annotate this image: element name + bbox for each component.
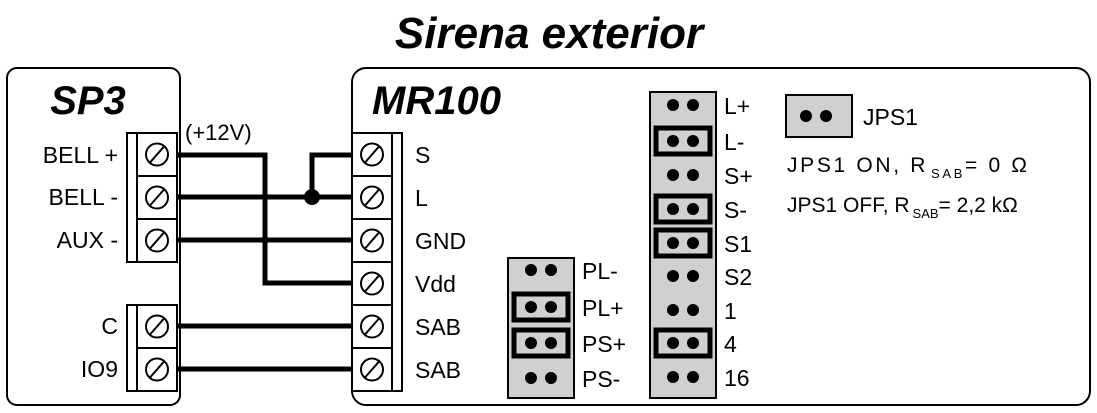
pin-dot (545, 372, 557, 384)
junction-dot (304, 189, 320, 205)
pin-dot (667, 169, 679, 181)
pin-dot (667, 270, 679, 282)
mr100-title: MR100 (372, 79, 501, 123)
jps1-on-sub: SAB (931, 166, 962, 181)
jumper-cap-icon (653, 227, 713, 259)
pin-dot (667, 371, 679, 383)
jumper-cap-icon (511, 327, 571, 359)
screw-slot (149, 188, 165, 207)
pin-dot (545, 264, 557, 276)
supply-note: (+12V) (185, 120, 252, 145)
pin-dot (667, 135, 679, 147)
jumper-block-main-label: S+ (724, 163, 753, 189)
jps1-label: JPS1 (863, 104, 918, 130)
screw-slot (364, 145, 380, 164)
pin-dot (820, 110, 832, 122)
mr100-terminal-label: SAB (415, 357, 461, 383)
mr100-terminal-block-strip (391, 132, 403, 392)
pin-dot (667, 99, 679, 111)
pin-dot (667, 304, 679, 316)
jumper-block-left-label: PL- (582, 258, 618, 284)
screw-slot (364, 317, 380, 336)
jumper-block-main-label: S2 (724, 264, 752, 290)
diagram-title: Sirena exterior (395, 9, 706, 58)
pin-dot (525, 264, 537, 276)
pin-dot (667, 237, 679, 249)
jumper-block-main-label: 1 (724, 298, 737, 324)
screw-slot (364, 274, 380, 293)
screw-slot (364, 188, 380, 207)
jumper-block-main-label: 16 (724, 365, 750, 391)
jps1-jumper (785, 94, 853, 138)
sp3-terminal-label: BELL - (49, 184, 118, 210)
wire-bridge-s (309, 152, 362, 197)
pin-dot (687, 371, 699, 383)
jps1-on-note: JPS1 ON, R SAB= 0 Ω (787, 154, 1027, 181)
sp3-terminal-label: BELL + (43, 142, 118, 168)
pin-dot (525, 372, 537, 384)
screw-slot (149, 317, 165, 336)
jumper-block-left-label: PS+ (582, 331, 626, 357)
screw-slot (149, 145, 165, 164)
mr100-terminal-label: L (415, 185, 428, 211)
jps1-on-text: JPS1 ON, R (787, 154, 925, 177)
mr100-terminal-label: SAB (415, 314, 461, 340)
jumper-block-main-label: 4 (724, 331, 737, 357)
screw-slot (364, 360, 380, 379)
jumper-cap-icon (653, 327, 713, 359)
pin-dot (687, 203, 699, 215)
jps1-off-text: JPS1 OFF, R (787, 194, 910, 217)
mr100-terminal-label: S (415, 142, 430, 168)
screw-slot (149, 231, 165, 250)
sp3-terminal-label: C (101, 313, 118, 339)
pin-dot (545, 337, 557, 349)
jumper-block-main-label: L- (724, 129, 744, 155)
sp3-terminal-label: IO9 (81, 356, 118, 382)
mr100-terminal-label: Vdd (415, 271, 456, 297)
pin-dot (687, 304, 699, 316)
jumper-cap-icon (653, 193, 713, 225)
wire-bell-plus-vdd (170, 152, 362, 286)
jumper-block-main-label: S- (724, 197, 747, 223)
jumper-cap-icon (511, 291, 571, 323)
pin-dot (667, 337, 679, 349)
jps1-off-sub: SAB (913, 206, 939, 221)
screw-slot (364, 231, 380, 250)
pin-dot (687, 135, 699, 147)
pin-dot (800, 110, 812, 122)
jps1-on-value: = 0 Ω (965, 154, 1027, 177)
wires (170, 152, 362, 372)
jumper-cap-icon (653, 125, 713, 157)
jumper-block-main-label: L+ (724, 93, 750, 119)
screw-slot (149, 360, 165, 379)
pin-dot (687, 237, 699, 249)
pin-dot (687, 337, 699, 349)
jumper-block-left-label: PS- (582, 366, 620, 392)
sp3-title: SP3 (50, 79, 126, 123)
sp3-terminal-block-b-strip (126, 304, 138, 392)
pin-dot (545, 301, 557, 313)
mr100-terminal-label: GND (415, 228, 466, 254)
jumper-block-main-label: S1 (724, 231, 752, 257)
jumper-block-left-label: PL+ (582, 295, 624, 321)
pin-dot (525, 301, 537, 313)
pin-dot (525, 337, 537, 349)
pin-dot (687, 99, 699, 111)
sp3-terminal-label: AUX - (57, 227, 118, 253)
pin-dot (687, 169, 699, 181)
pin-dot (687, 270, 699, 282)
sp3-terminal-block-a-strip (126, 132, 138, 263)
pin-dot (667, 203, 679, 215)
jps1-off-value: = 2,2 kΩ (939, 194, 1018, 217)
mr100-terminal-block-cell (351, 175, 393, 220)
